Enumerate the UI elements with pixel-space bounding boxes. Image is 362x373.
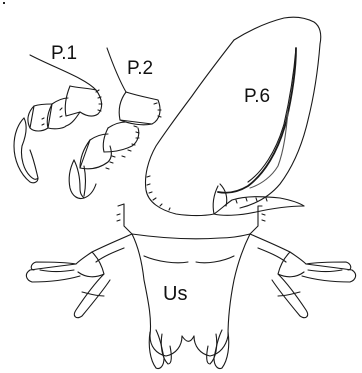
pereopod-1-drawing (14, 55, 102, 183)
label-p2: P.2 (127, 59, 153, 78)
corner-speck (3, 2, 5, 4)
label-p6: P.6 (244, 87, 270, 106)
label-us: Us (163, 284, 187, 304)
p2-leader-line (107, 48, 126, 92)
pereopod-6-drawing (145, 17, 320, 215)
p6-plate-top (234, 17, 321, 44)
label-p1: P.1 (51, 44, 77, 63)
us-left-peduncle-mark (118, 204, 132, 234)
urosome-drawing (26, 204, 355, 369)
